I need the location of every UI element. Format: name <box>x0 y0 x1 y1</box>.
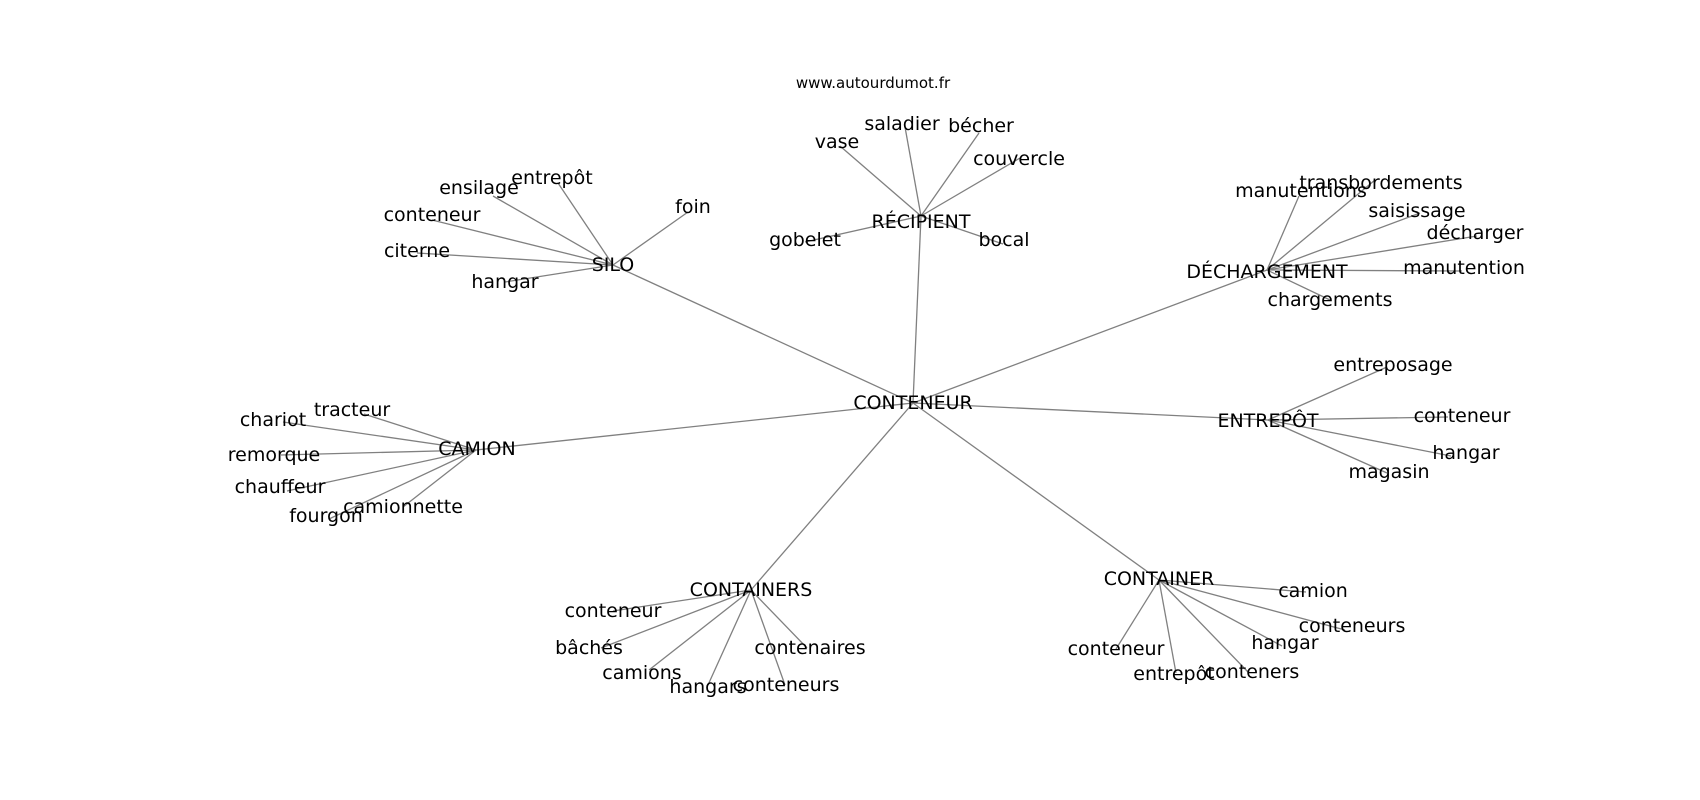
edge-entrepot-leaf-0 <box>1267 366 1388 421</box>
leaf-node-containers-conteneurs[interactable]: conteneurs <box>733 674 840 696</box>
edge-containers-leaf-4 <box>750 589 786 686</box>
leaf-node-containers-conteneur[interactable]: conteneur <box>565 600 662 622</box>
edge-center-container <box>912 402 1160 581</box>
hub-node-dechargement[interactable]: DÉCHARGEMENT <box>1186 260 1348 283</box>
edge-center-entrepot <box>912 402 1269 421</box>
edge-center-camion <box>475 402 914 451</box>
leaf-node-entrepot-entreposage[interactable]: entreposage <box>1333 354 1452 376</box>
edge-silo-leaf-5 <box>504 264 614 283</box>
leaf-node-dechargement-saisissage[interactable]: saisissage <box>1368 200 1465 222</box>
leaf-node-container-hangar[interactable]: hangar <box>1251 632 1318 654</box>
edge-entrepot-leaf-3 <box>1267 419 1388 474</box>
edge-recipient-leaf-1 <box>904 126 922 217</box>
edge-camion-leaf-5 <box>328 449 477 520</box>
hub-node-silo[interactable]: SILO <box>592 254 635 276</box>
leaf-node-containers-hangars[interactable]: hangars <box>669 676 746 698</box>
leaf-node-dechargement-manutentions[interactable]: manutentions <box>1235 180 1367 202</box>
hub-node-entrepot[interactable]: ENTREPÔT <box>1217 408 1318 432</box>
leaf-node-silo-conteneur[interactable]: conteneur <box>384 204 481 226</box>
leaf-node-container-camion[interactable]: camion <box>1278 580 1348 602</box>
edge-dechargement-leaf-3 <box>1266 235 1478 271</box>
edge-entrepot-leaf-1 <box>1267 416 1449 421</box>
leaf-node-container-conteners[interactable]: conteners <box>1205 661 1300 683</box>
edge-silo-leaf-4 <box>416 252 614 266</box>
leaf-node-entrepot-conteneur[interactable]: conteneur <box>1414 405 1511 427</box>
leaf-node-silo-hangar[interactable]: hangar <box>471 271 538 293</box>
leaf-node-camion-remorque[interactable]: remorque <box>228 444 321 466</box>
edge-center-dechargement <box>912 269 1268 404</box>
edge-recipient-leaf-5 <box>920 215 1004 245</box>
leaf-node-recipient-saladier[interactable]: saladier <box>864 113 939 135</box>
leaf-node-containers-contenaires[interactable]: contenaires <box>754 637 865 659</box>
leaf-node-recipient-couvercle[interactable]: couvercle <box>973 148 1065 170</box>
leaf-node-silo-citerne[interactable]: citerne <box>384 240 450 262</box>
hub-node-container[interactable]: CONTAINER <box>1104 568 1215 590</box>
edge-containers-leaf-3 <box>707 589 752 686</box>
leaf-node-dechargement-chargements[interactable]: chargements <box>1268 289 1393 311</box>
leaf-node-recipient-vase[interactable]: vase <box>815 131 859 153</box>
leaf-node-container-conteneur[interactable]: conteneur <box>1068 638 1165 660</box>
leaf-node-entrepot-hangar[interactable]: hangar <box>1432 442 1499 464</box>
leaf-node-entrepot-magasin[interactable]: magasin <box>1348 461 1429 483</box>
leaf-node-silo-ensilage[interactable]: ensilage <box>439 177 519 199</box>
edge-recipient-leaf-2 <box>920 132 980 217</box>
leaf-node-containers-camions[interactable]: camions <box>602 662 681 684</box>
edge-recipient-leaf-0 <box>839 145 922 217</box>
edge-camion-leaf-2 <box>280 449 477 456</box>
edge-dechargement-leaf-5 <box>1266 269 1331 301</box>
leaf-node-camion-fourgon[interactable]: fourgon <box>289 505 363 527</box>
edge-recipient-leaf-4 <box>804 215 922 243</box>
edge-silo-leaf-3 <box>431 219 614 266</box>
edge-silo-leaf-2 <box>612 211 689 266</box>
leaf-node-recipient-becher[interactable]: bécher <box>948 115 1014 137</box>
edge-entrepot-leaf-2 <box>1267 419 1452 457</box>
edge-silo-leaf-1 <box>557 182 614 266</box>
leaf-node-container-conteneurs[interactable]: conteneurs <box>1299 615 1406 637</box>
leaf-node-camion-chariot[interactable]: chariot <box>240 409 306 431</box>
edge-dechargement-leaf-2 <box>1266 212 1421 271</box>
edges <box>280 126 1478 686</box>
leaf-node-silo-entrepot[interactable]: entrepôt <box>511 167 592 189</box>
leaf-node-camion-camionnette[interactable]: camionnette <box>343 496 463 518</box>
leaf-node-dechargement-manutention[interactable]: manutention <box>1403 257 1525 279</box>
edge-recipient-leaf-3 <box>920 157 1021 217</box>
edge-silo-leaf-0 <box>492 195 614 266</box>
edge-center-silo <box>612 264 914 404</box>
edge-container-leaf-2 <box>1158 579 1283 647</box>
edge-camion-leaf-3 <box>286 449 477 492</box>
hub-node-containers[interactable]: CONTAINERS <box>690 579 813 601</box>
leaf-node-containers-baches[interactable]: bâchés <box>555 637 623 659</box>
leaf-node-recipient-bocal[interactable]: bocal <box>978 229 1029 251</box>
edge-container-leaf-3 <box>1158 579 1249 673</box>
edge-center-recipient <box>912 215 922 404</box>
leaf-node-camion-chauffeur[interactable]: chauffeur <box>235 476 326 498</box>
edge-dechargement-leaf-1 <box>1266 179 1376 271</box>
edge-containers-leaf-0 <box>612 589 752 612</box>
edge-dechargement-leaf-4 <box>1266 269 1463 272</box>
hub-node-recipient[interactable]: RÉCIPIENT <box>872 210 971 233</box>
leaf-node-dechargement-transbordements[interactable]: transbordements <box>1299 172 1462 194</box>
leaf-node-recipient-gobelet[interactable]: gobelet <box>769 229 841 251</box>
edge-camion-leaf-0 <box>363 413 477 451</box>
leaf-node-dechargement-decharger[interactable]: décharger <box>1427 222 1524 244</box>
edge-container-leaf-1 <box>1158 579 1346 631</box>
leaf-node-silo-foin[interactable]: foin <box>675 196 711 218</box>
edge-container-leaf-4 <box>1158 579 1177 674</box>
edge-container-leaf-0 <box>1158 579 1307 593</box>
edge-camion-leaf-1 <box>282 421 477 451</box>
edge-center-containers <box>750 402 914 591</box>
leaf-node-camion-tracteur[interactable]: tracteur <box>314 399 391 421</box>
center-node[interactable]: CONTENEUR <box>853 392 972 414</box>
hub-node-camion[interactable]: CAMION <box>438 438 515 460</box>
leaf-node-container-entrepot[interactable]: entrepôt <box>1133 663 1214 685</box>
edge-containers-leaf-2 <box>648 589 752 671</box>
edge-containers-leaf-1 <box>600 589 752 649</box>
edge-dechargement-leaf-0 <box>1266 195 1300 271</box>
edge-containers-leaf-5 <box>750 589 808 649</box>
source-label: www.autourdumot.fr <box>796 74 951 92</box>
edge-camion-leaf-4 <box>402 449 477 508</box>
edge-container-leaf-5 <box>1115 579 1160 650</box>
